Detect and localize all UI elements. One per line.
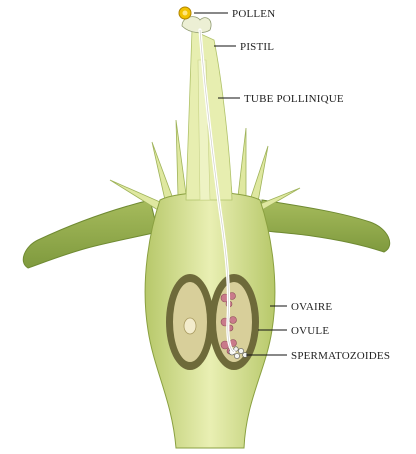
pistil-label: PISTIL — [240, 41, 274, 53]
left-ovule — [184, 318, 196, 334]
ovule-label: OVULE — [291, 325, 329, 337]
pollen-grain-core — [183, 11, 188, 16]
tube-pollinique-label: TUBE POLLINIQUE — [244, 93, 344, 105]
pollen-label: POLLEN — [232, 8, 275, 20]
left-sepal — [23, 200, 158, 268]
spermatozoides-label: SPERMATOZOIDES — [291, 350, 390, 362]
right-sepal — [258, 200, 390, 252]
ovaire-label: OVAIRE — [291, 301, 332, 313]
